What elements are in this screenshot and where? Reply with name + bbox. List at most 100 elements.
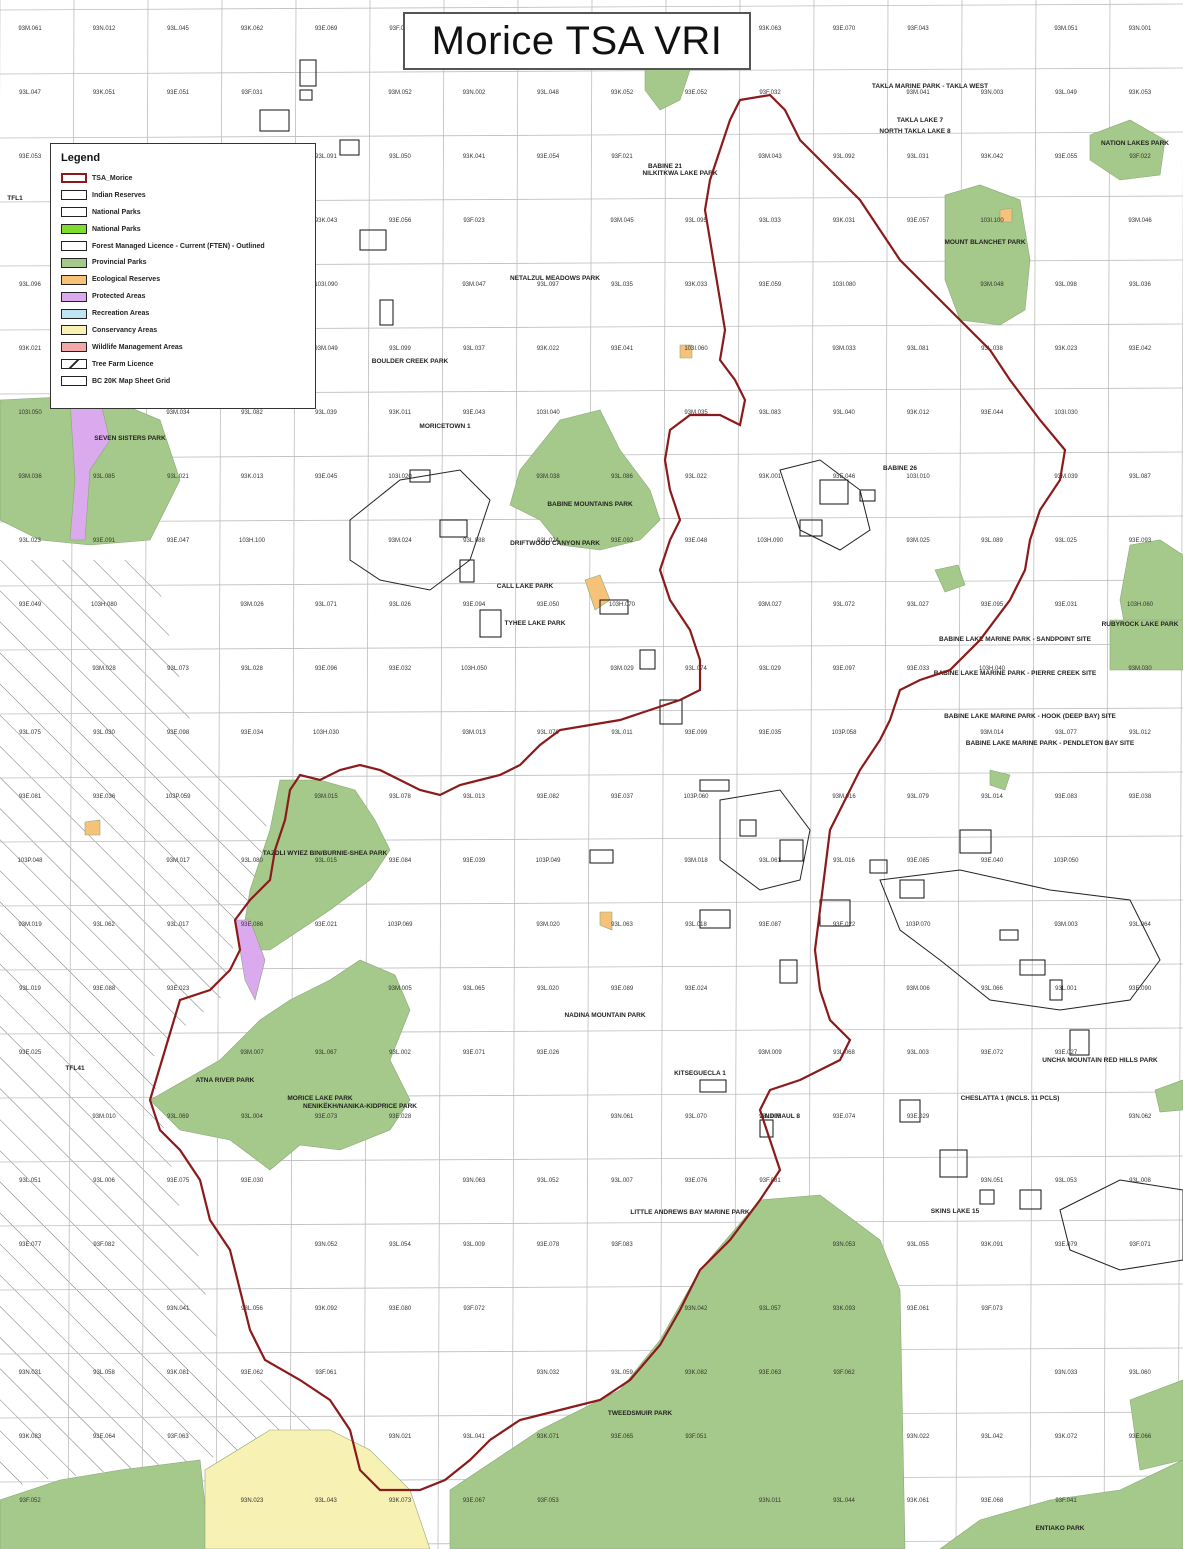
grid-sheet-label: 93L.055 bbox=[907, 1242, 929, 1248]
reserve-outline bbox=[939, 1149, 968, 1178]
park-label: MOUNT BLANCHET PARK bbox=[944, 239, 1025, 246]
provincial-park bbox=[1109, 619, 1183, 671]
park-label: MORICE LAKE PARK bbox=[287, 1095, 353, 1102]
grid-sheet-label: 93E.098 bbox=[167, 730, 190, 736]
grid-sheet-label: 93M.009 bbox=[758, 1050, 782, 1056]
grid-sheet-label: 93E.056 bbox=[389, 218, 412, 224]
grid-sheet-label: 93N.022 bbox=[907, 1434, 930, 1440]
grid-sheet-label: 93L.015 bbox=[315, 858, 337, 864]
grid-sheet-label: 103H.070 bbox=[609, 602, 636, 608]
grid-sheet-label: 93E.043 bbox=[463, 410, 486, 416]
grid-sheet-label: 93L.083 bbox=[759, 410, 781, 416]
grid-sheet-label: 93L.070 bbox=[685, 1114, 707, 1120]
grid-sheet-label: 93L.069 bbox=[167, 1114, 189, 1120]
park-label: DRIFTWOOD CANYON PARK bbox=[510, 540, 600, 547]
grid-sheet-label: 93E.023 bbox=[167, 986, 190, 992]
legend-label: National Parks bbox=[92, 225, 141, 233]
grid-sheet-label: 93L.052 bbox=[537, 1178, 559, 1184]
grid-sheet-label: 103P.050 bbox=[1054, 858, 1080, 864]
grid-sheet-label: 93F.032 bbox=[759, 90, 781, 96]
grid-sheet-label: 93L.013 bbox=[463, 794, 485, 800]
feature-label: BABINE 21 bbox=[648, 163, 682, 170]
grid-sheet-label: 93L.029 bbox=[759, 666, 781, 672]
legend-swatch bbox=[61, 325, 87, 336]
grid-sheet-label: 93E.078 bbox=[537, 1242, 560, 1248]
tree-farm-licence-areas bbox=[0, 560, 330, 1490]
provincial-park bbox=[1154, 1079, 1183, 1113]
grid-sheet-label: 93E.042 bbox=[1129, 346, 1152, 352]
ecological-reserve bbox=[584, 574, 611, 611]
legend-item: TSA_Morice bbox=[61, 170, 315, 187]
grid-sheet-label: 93K.041 bbox=[463, 154, 486, 160]
legend-item: Protected Areas bbox=[61, 288, 315, 305]
grid-sheet-label: 93E.096 bbox=[315, 666, 338, 672]
grid-sheet-label: 93L.025 bbox=[1055, 538, 1077, 544]
grid-sheet-label: 93L.002 bbox=[389, 1050, 411, 1056]
grid-sheet-label: 93M.024 bbox=[388, 538, 412, 544]
grid-sheet-label: 93E.081 bbox=[19, 794, 42, 800]
provincial-park bbox=[0, 1459, 211, 1549]
grid-sheet-label: 93L.038 bbox=[981, 346, 1003, 352]
grid-sheet-label: 93E.063 bbox=[759, 1370, 782, 1376]
grid-sheet-label: 93E.035 bbox=[759, 730, 782, 736]
legend-item: Indian Reserves bbox=[61, 187, 315, 204]
grid-sheet-label: 93K.072 bbox=[1055, 1434, 1078, 1440]
grid-sheet-label: 93L.012 bbox=[1129, 730, 1151, 736]
grid-sheet-label: 93E.085 bbox=[907, 858, 930, 864]
park-label: NATION LAKES PARK bbox=[1101, 140, 1169, 147]
licence-outline bbox=[879, 869, 1161, 1011]
legend-item: Conservancy Areas bbox=[61, 322, 315, 339]
provincial-park bbox=[939, 1459, 1183, 1549]
grid-sheet-label: 93E.094 bbox=[463, 602, 486, 608]
grid-sheet-label: 93F.052 bbox=[19, 1498, 41, 1504]
grid-sheet-label: 93L.085 bbox=[93, 474, 115, 480]
grid-sheet-label: 93L.063 bbox=[611, 922, 633, 928]
grid-sheet-label: 93L.018 bbox=[685, 922, 707, 928]
legend-swatch bbox=[61, 207, 87, 218]
park-label: BABINE MOUNTAINS PARK bbox=[547, 501, 633, 508]
grid-sheet-label: 93E.036 bbox=[93, 794, 116, 800]
grid-sheet-label: 93E.092 bbox=[611, 538, 634, 544]
grid-sheet-label: 93F.051 bbox=[685, 1434, 707, 1440]
grid-sheet-label: 103H.060 bbox=[1127, 602, 1154, 608]
grid-sheet-label: 93L.054 bbox=[389, 1242, 411, 1248]
grid-sheet-label: 103H.040 bbox=[979, 666, 1006, 672]
grid-sheet-label: 93L.026 bbox=[389, 602, 411, 608]
grid-sheet-label: 93F.053 bbox=[537, 1498, 559, 1504]
grid-sheet-label: 93E.074 bbox=[833, 1114, 856, 1120]
grid-sheet-label: 93M.026 bbox=[240, 602, 264, 608]
grid-sheet-label: 103I.080 bbox=[832, 282, 856, 288]
grid-sheet-label: 93N.061 bbox=[611, 1114, 634, 1120]
map-title: Morice TSA VRI bbox=[431, 18, 723, 63]
grid-sheet-label: 93K.091 bbox=[981, 1242, 1004, 1248]
grid-sheet-label: 93N.031 bbox=[19, 1370, 42, 1376]
grid-sheet-label: 93F.082 bbox=[93, 1242, 115, 1248]
grid-sheet-label: 93E.050 bbox=[537, 602, 560, 608]
park-label: RUBYROCK LAKE PARK bbox=[1102, 621, 1179, 628]
grid-sheet-label: 93K.012 bbox=[907, 410, 930, 416]
reserve-outline bbox=[979, 1189, 995, 1205]
grid-sheet-label: 93L.082 bbox=[241, 410, 263, 416]
legend-label: Conservancy Areas bbox=[92, 326, 158, 334]
grid-sheet-label: 93E.080 bbox=[389, 1306, 412, 1312]
grid-sheet-label: 93L.027 bbox=[907, 602, 929, 608]
legend-item: Provincial Parks bbox=[61, 254, 315, 271]
legend-item: Wildlife Management Areas bbox=[61, 339, 315, 356]
grid-sheet-label: 93K.071 bbox=[537, 1434, 560, 1440]
grid-sheet-label: 93M.049 bbox=[314, 346, 338, 352]
grid-sheet-label: 93L.008 bbox=[1129, 1178, 1151, 1184]
grid-sheet-label: 93L.005 bbox=[759, 1114, 781, 1120]
grid-sheet-label: 93E.059 bbox=[759, 282, 782, 288]
grid-sheet-label: 93E.032 bbox=[389, 666, 412, 672]
grid-sheet-label: 93K.033 bbox=[685, 282, 708, 288]
grid-sheet-label: 93M.030 bbox=[1128, 666, 1152, 672]
grid-sheet-label: 93L.058 bbox=[93, 1370, 115, 1376]
grid-sheet-label: 103H.090 bbox=[757, 538, 784, 544]
grid-sheet-label: 93L.066 bbox=[981, 986, 1003, 992]
park-label: NILKITKWA LAKE PARK bbox=[642, 170, 717, 177]
reserve-outline bbox=[799, 519, 823, 537]
ecological-reserve bbox=[599, 911, 613, 931]
park-label: TAKLA MARINE PARK - TAKLA WEST bbox=[872, 83, 988, 90]
